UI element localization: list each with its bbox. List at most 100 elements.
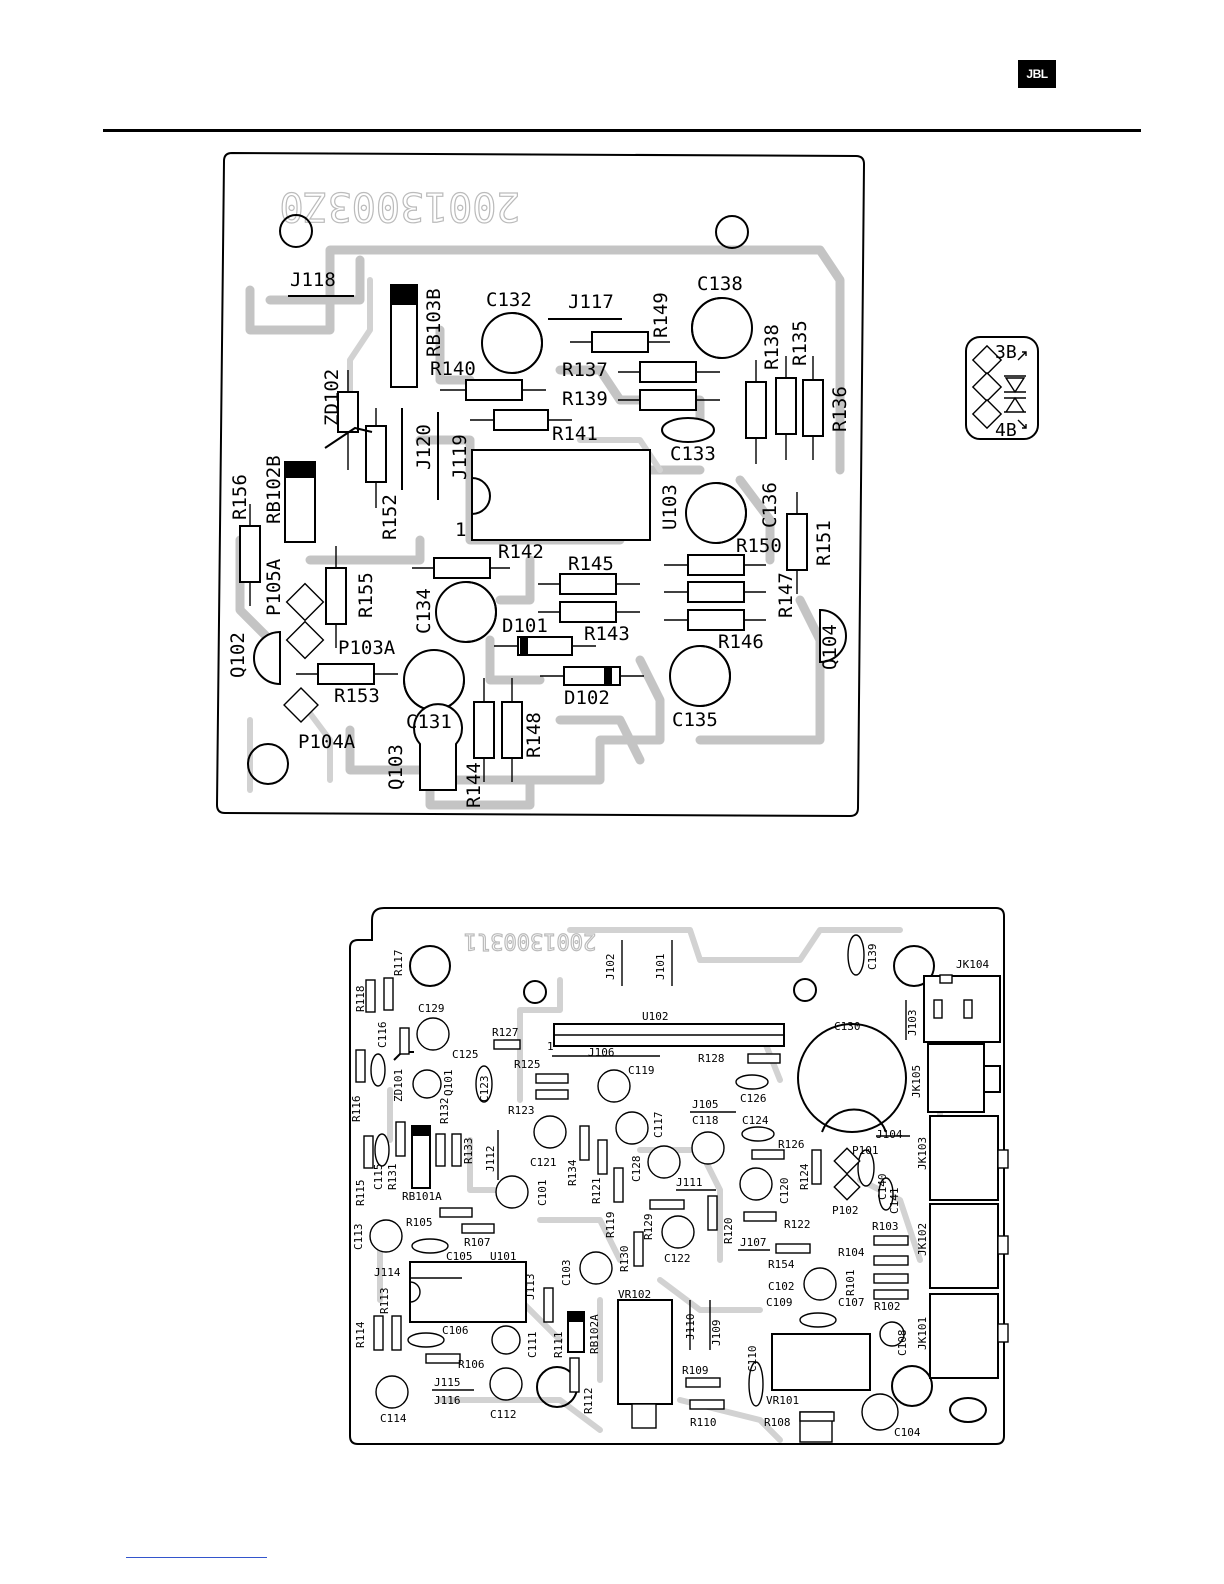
label-r131: R131 <box>386 1164 399 1191</box>
label-j101: J101 <box>654 954 667 981</box>
label-c110: C110 <box>746 1346 759 1373</box>
label-j107: J107 <box>740 1236 767 1249</box>
label-j102: J102 <box>604 954 617 981</box>
label-j105: J105 <box>692 1098 719 1111</box>
resistors-vertical-top <box>239 356 824 782</box>
label-c102: C102 <box>768 1280 795 1293</box>
label-c125: C125 <box>452 1048 479 1061</box>
label-vr101: VR101 <box>766 1394 799 1407</box>
label-c121: C121 <box>530 1156 557 1169</box>
led-legend: 3B 4B <box>965 336 1039 441</box>
label-c123: C123 <box>478 1076 491 1103</box>
mounting-hole <box>715 215 749 249</box>
label-c119: C119 <box>628 1064 655 1077</box>
label-c101: C101 <box>536 1180 549 1207</box>
label-r146: R146 <box>718 631 764 653</box>
board-bottom-outline <box>349 907 1005 1445</box>
label-r121: R121 <box>590 1178 603 1205</box>
led-legend-bottom-label: 4B <box>995 420 1017 441</box>
label-r118: R118 <box>354 986 367 1013</box>
label-c109: C109 <box>766 1296 793 1309</box>
label-c111: C111 <box>526 1332 539 1359</box>
label-jk101: JK101 <box>916 1317 929 1350</box>
label-r142: R142 <box>498 541 544 563</box>
label-r105: R105 <box>406 1216 433 1229</box>
board-bottom-serial: 20013003l1 <box>464 928 596 953</box>
potentiometer-vr101 <box>771 1333 871 1391</box>
label-c141: C141 <box>888 1188 901 1215</box>
label-r138: R138 <box>761 324 783 370</box>
label-r147: R147 <box>775 572 797 618</box>
label-c113: C113 <box>352 1224 365 1251</box>
label-pin1: 1 <box>547 1040 554 1053</box>
label-rb102a: RB102A <box>588 1314 601 1354</box>
header-rule <box>103 129 1141 132</box>
label-r144: R144 <box>463 762 485 808</box>
capacitors-bottom <box>369 1017 905 1431</box>
label-r117: R117 <box>392 950 405 977</box>
label-r137: R137 <box>562 359 608 381</box>
label-r145: R145 <box>568 553 614 575</box>
label-r130: R130 <box>618 1246 631 1273</box>
ic-u103-notch <box>471 477 491 515</box>
label-c129: C129 <box>418 1002 445 1015</box>
jacks-bottom <box>923 974 1009 1379</box>
label-q101: Q101 <box>442 1070 455 1097</box>
label-r125: R125 <box>514 1058 541 1071</box>
mounting-hole <box>247 743 289 785</box>
label-c124: C124 <box>742 1114 769 1127</box>
label-p104a: P104A <box>298 731 356 753</box>
label-j119: J119 <box>449 434 471 480</box>
footer-link-underline <box>126 1557 267 1558</box>
label-c118: C118 <box>692 1114 719 1127</box>
label-r107: R107 <box>464 1236 491 1249</box>
label-pin1-u103: 1 <box>455 519 466 541</box>
label-r124: R124 <box>798 1163 811 1190</box>
label-r135: R135 <box>789 320 811 366</box>
label-c103: C103 <box>560 1260 573 1287</box>
pcb-board-top: 20013003Z0 <box>215 151 866 818</box>
label-j115: J115 <box>434 1376 461 1389</box>
label-c120: C120 <box>778 1178 791 1205</box>
label-r134: R134 <box>566 1159 579 1186</box>
label-jk105: JK105 <box>910 1065 923 1098</box>
label-p101: P101 <box>852 1144 879 1157</box>
label-j106: J106 <box>588 1046 615 1059</box>
rb102b-pin1-marker <box>285 462 315 478</box>
label-rb101a: RB101A <box>402 1190 442 1203</box>
label-j120: J120 <box>413 424 435 470</box>
label-r109: R109 <box>682 1364 709 1377</box>
jumpers-bottom <box>410 940 910 1391</box>
label-zd101: ZD101 <box>392 1069 405 1102</box>
label-r103: R103 <box>872 1220 899 1233</box>
mounting-hole <box>279 214 313 248</box>
label-u103: U103 <box>659 484 681 530</box>
label-r152: R152 <box>379 494 401 540</box>
label-q102: Q102 <box>227 632 249 678</box>
label-r154: R154 <box>768 1258 795 1271</box>
resistors-vertical-bottom <box>355 977 822 1393</box>
label-j104: J104 <box>876 1128 903 1141</box>
label-r116: R116 <box>350 1096 363 1123</box>
label-r115: R115 <box>354 1180 367 1207</box>
board-top-outline <box>215 151 866 818</box>
label-rb103b: RB103B <box>423 288 445 357</box>
label-r151: R151 <box>813 520 835 566</box>
label-c135: C135 <box>672 709 718 731</box>
ic-u101 <box>409 1261 527 1323</box>
label-p105a: P105A <box>263 558 285 616</box>
ic-u103 <box>471 449 651 541</box>
transistors-top <box>253 608 847 791</box>
label-r120: R120 <box>722 1218 735 1245</box>
label-c114: C114 <box>380 1412 407 1425</box>
label-j112: J112 <box>484 1146 497 1173</box>
label-r111: R111 <box>552 1332 565 1359</box>
label-c132: C132 <box>486 289 532 311</box>
label-c105: C105 <box>446 1250 473 1263</box>
label-c107: C107 <box>838 1296 865 1309</box>
label-c131: C131 <box>406 711 452 733</box>
label-c115: C115 <box>372 1164 385 1191</box>
zener-zd102-lead <box>324 426 373 449</box>
label-jk102: JK102 <box>916 1223 929 1256</box>
